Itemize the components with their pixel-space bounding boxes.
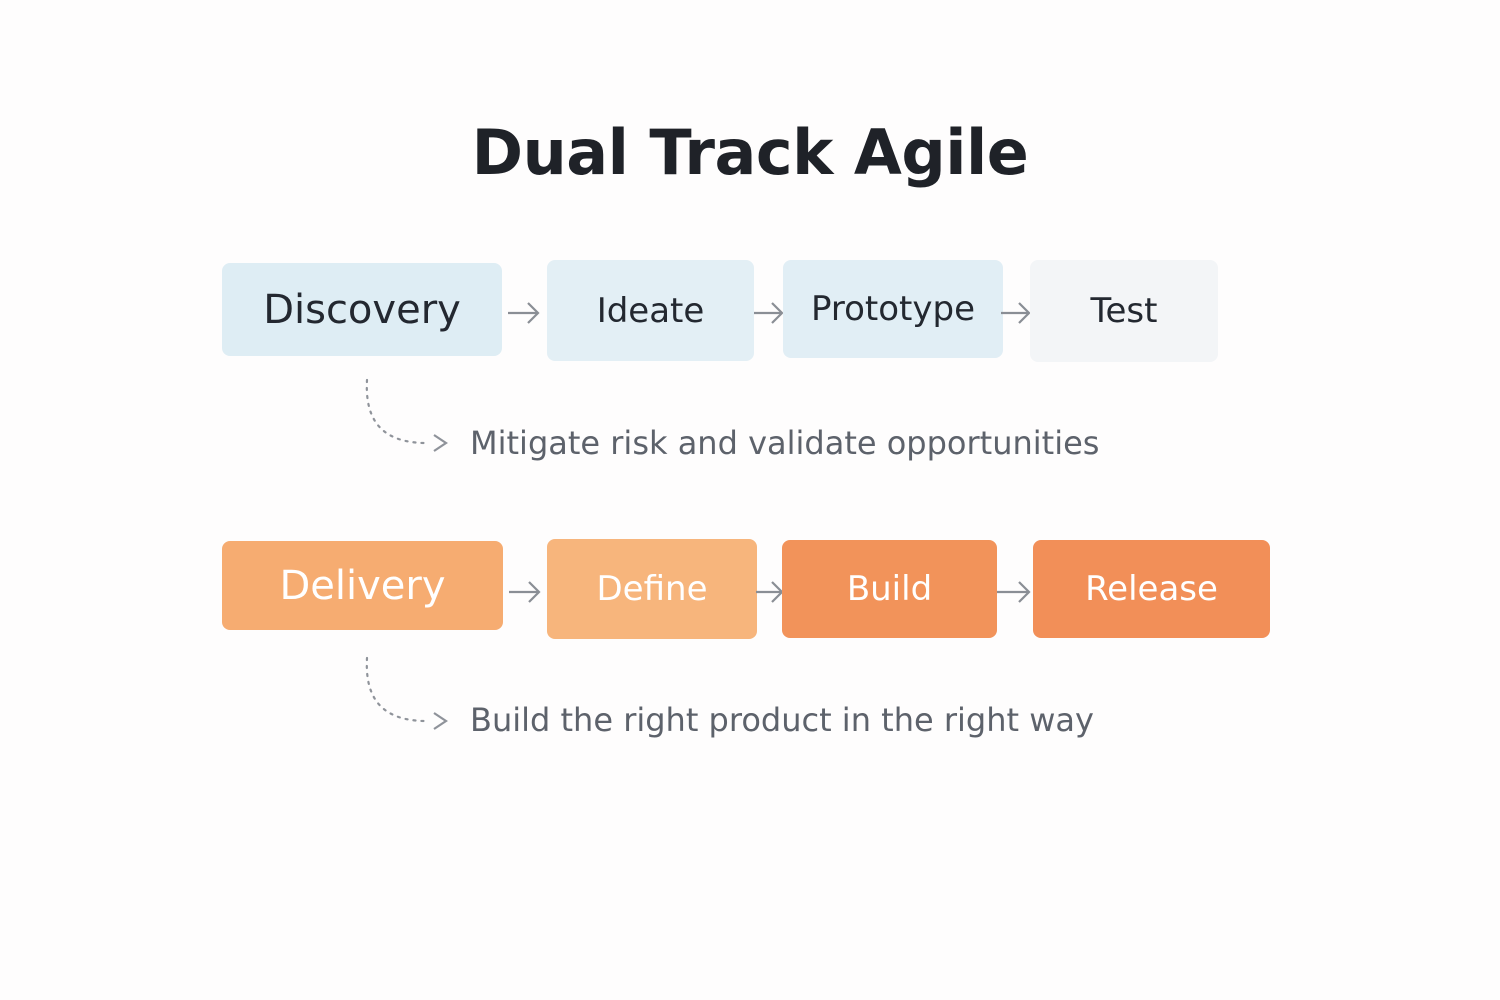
delivery-step-define: Define <box>547 539 757 639</box>
right-arrow-icon <box>1001 302 1031 324</box>
discovery-box: Discovery <box>222 263 502 356</box>
delivery-label: Delivery <box>279 562 446 609</box>
diagram-title: Dual Track Agile <box>471 116 1029 189</box>
discovery-step-ideate: Ideate <box>547 260 754 361</box>
discovery-note: Mitigate risk and validate opportunities <box>470 424 1100 462</box>
discovery-step-prototype: Prototype <box>783 260 1003 358</box>
delivery-step-release: Release <box>1033 540 1270 638</box>
right-arrow-icon <box>508 302 540 324</box>
delivery-step-build: Build <box>782 540 997 638</box>
delivery-step-label: Define <box>596 569 708 609</box>
dotted-curved-arrow-icon <box>365 656 448 730</box>
discovery-step-test: Test <box>1030 260 1218 362</box>
dotted-curved-arrow-icon <box>365 378 448 452</box>
delivery-step-label: Release <box>1085 569 1218 609</box>
discovery-step-label: Prototype <box>810 289 976 329</box>
discovery-step-label: Test <box>1090 291 1158 331</box>
right-arrow-icon <box>754 302 784 324</box>
right-arrow-icon <box>509 581 541 603</box>
discovery-label: Discovery <box>263 286 461 333</box>
delivery-step-label: Build <box>846 569 933 609</box>
delivery-note: Build the right product in the right way <box>470 701 1094 739</box>
discovery-step-label: Ideate <box>596 290 705 331</box>
delivery-box: Delivery <box>222 541 503 630</box>
right-arrow-icon <box>997 581 1031 603</box>
